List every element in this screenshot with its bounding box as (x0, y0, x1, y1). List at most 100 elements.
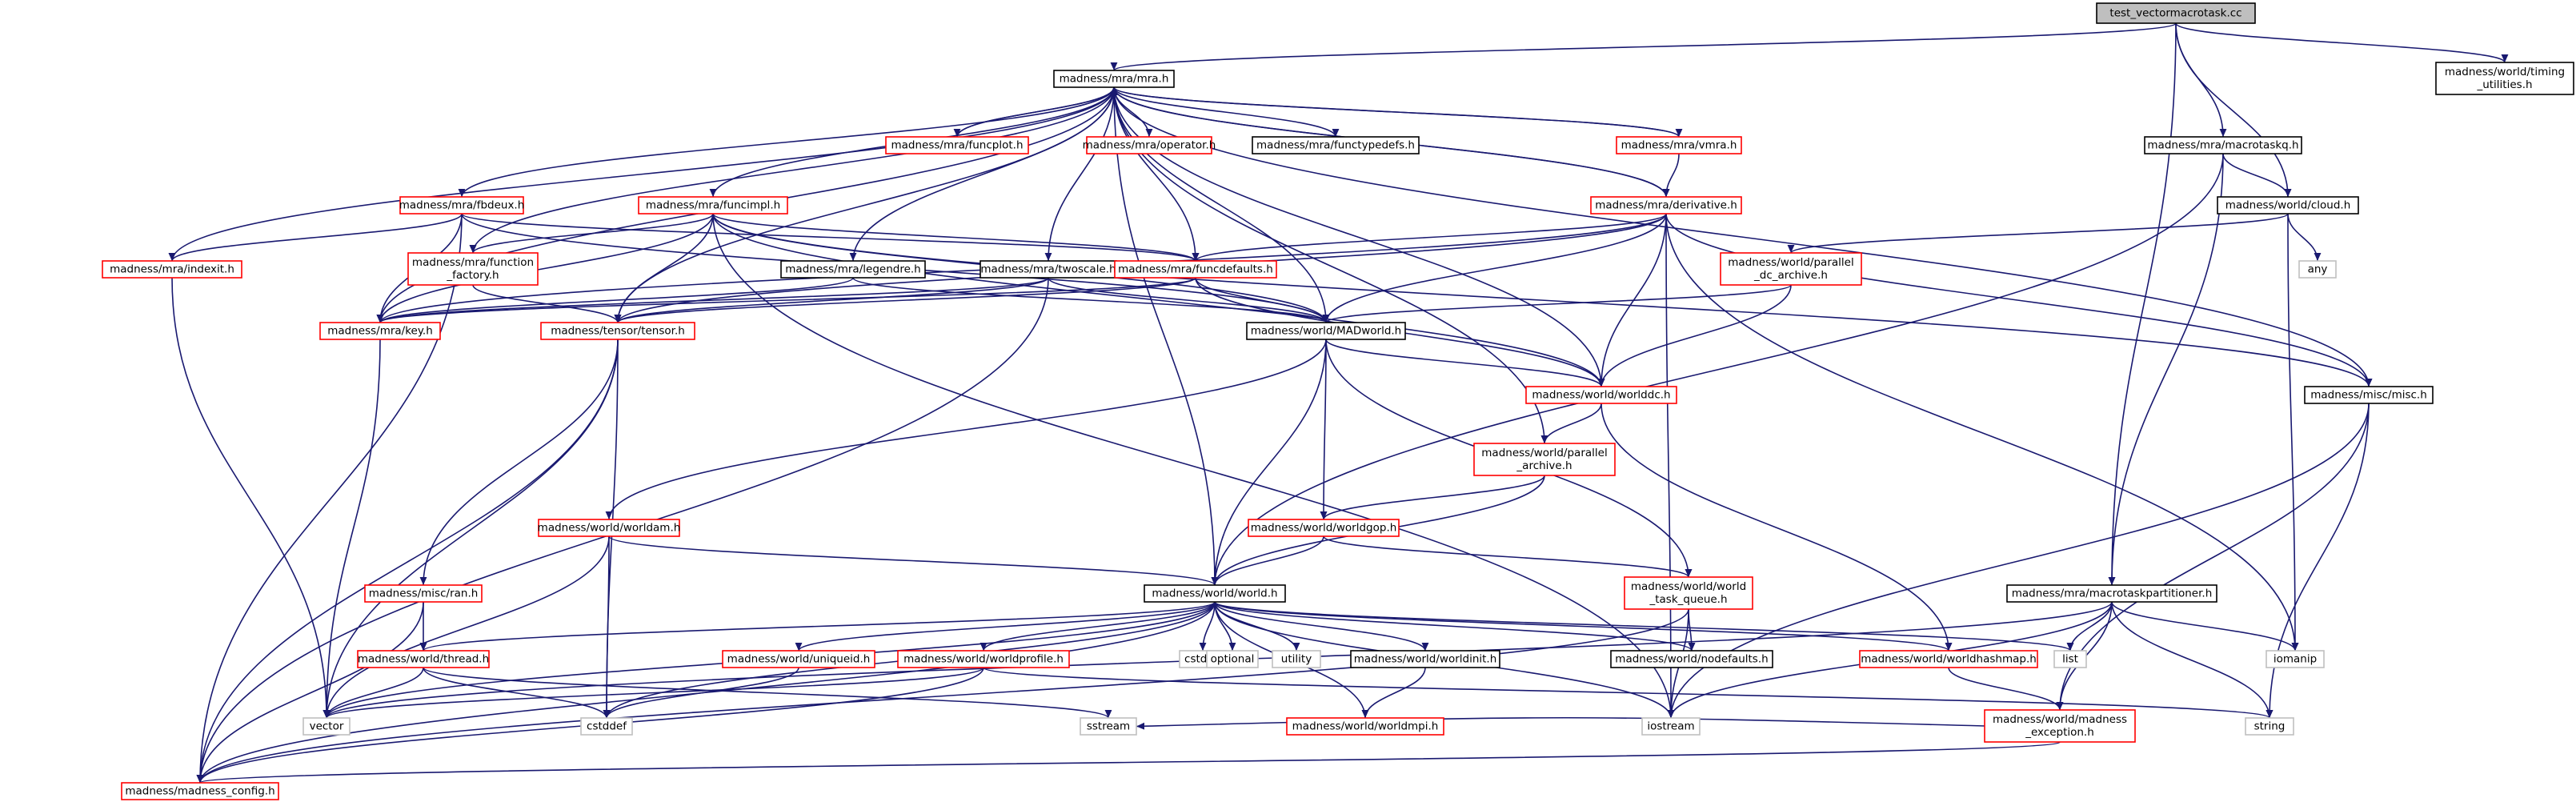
node-indexit[interactable]: madness/mra/indexit.h (102, 260, 242, 279)
edge-funcimpl-to-key (376, 213, 714, 323)
node-label-worldinit: madness/world/worldinit.h (1354, 653, 1497, 666)
node-label-key: madness/mra/key.h (327, 325, 433, 338)
node-box-fbdeux (399, 196, 524, 215)
node-funcplot[interactable]: madness/mra/funcplot.h (885, 136, 1029, 154)
node-cloud[interactable]: madness/world/cloud.h (2217, 196, 2359, 215)
node-label-funcplot: madness/mra/funcplot.h (891, 139, 1024, 152)
node-label-utility: utility (1281, 653, 1312, 666)
node-twoscale[interactable]: madness/mra/twoscale.h (980, 260, 1117, 279)
node-box-string (2245, 717, 2294, 736)
edge-thread-to-vector (323, 667, 424, 719)
node-label-pardc: madness/world/parallel_dc_archive.h (1728, 256, 1853, 282)
node-timing[interactable]: madness/world/timing_utilities.h (2435, 62, 2574, 95)
node-box-funcplot (885, 136, 1029, 154)
node-label-list: list (2062, 653, 2078, 666)
node-label-taskqueue: madness/world/world_task_queue.h (1631, 580, 1746, 606)
node-box-key (319, 322, 441, 340)
node-string[interactable]: string (2245, 717, 2294, 736)
edge-pararchive-to-worldgop (1320, 475, 1545, 520)
edge-pardc-to-worlddc (1597, 284, 1792, 387)
node-box-any (2298, 260, 2337, 279)
edge-tensor-to-ran (419, 339, 619, 586)
node-worldinit[interactable]: madness/world/worldinit.h (1350, 650, 1500, 668)
node-sstream[interactable]: sstream (1080, 717, 1137, 736)
node-misc[interactable]: madness/misc/misc.h (2304, 386, 2434, 404)
node-cstddef[interactable]: cstddef (580, 717, 633, 736)
node-partitioner[interactable]: madness/mra/macrotaskpartitioner.h (2006, 584, 2217, 603)
edge-fbdeux-to-indexit (168, 213, 463, 262)
node-worldprofile[interactable]: madness/world/worldprofile.h (897, 650, 1070, 668)
node-box-functypedefs (1252, 136, 1420, 154)
node-box-taskqueue (1624, 576, 1753, 610)
node-derivative[interactable]: madness/mra/derivative.h (1590, 196, 1742, 215)
node-box-worldam (538, 519, 680, 537)
node-funcfactory[interactable]: madness/mra/function_factory.h (407, 252, 539, 286)
node-taskqueue[interactable]: madness/world/world_task_queue.h (1624, 576, 1753, 610)
node-worlddc[interactable]: madness/world/worlddc.h (1525, 386, 1677, 404)
node-iostream[interactable]: iostream (1641, 717, 1701, 736)
edge-funcimpl-to-misc (712, 213, 2373, 387)
edge-worldam-to-cstddef (603, 535, 611, 719)
edge-twoscale-to-madworld (1048, 277, 1330, 323)
node-label-funcimpl: madness/mra/funcimpl.h (646, 199, 780, 212)
edge-funcdefaults-to-tensor (614, 277, 1196, 323)
node-box-vector (302, 717, 351, 736)
node-list[interactable]: list (2053, 650, 2087, 668)
edge-fbdeux-to-config (196, 213, 463, 784)
node-config[interactable]: madness/madness_config.h (121, 782, 279, 800)
node-thread[interactable]: madness/world/thread.h (357, 650, 490, 668)
node-label-partitioner: madness/mra/macrotaskpartitioner.h (2012, 587, 2213, 600)
edge-taskqueue-to-config (196, 608, 1689, 784)
node-any[interactable]: any (2298, 260, 2337, 279)
node-operator[interactable]: madness/mra/operator.h (1083, 136, 1216, 154)
node-box-iomanip (2266, 650, 2325, 668)
edge-worldam-to-world (608, 535, 1219, 586)
node-legendre[interactable]: madness/mra/legendre.h (780, 260, 926, 279)
edge-madworld-to-worlddc (1325, 339, 1605, 387)
node-worldam[interactable]: madness/world/worldam.h (538, 519, 681, 537)
node-utility[interactable]: utility (1272, 650, 1321, 668)
node-madexc[interactable]: madness/world/madness_exception.h (1984, 709, 2136, 743)
node-pararchive[interactable]: madness/world/parallel_archive.h (1473, 443, 1616, 476)
edge-funcdefaults-to-key (376, 277, 1196, 323)
edge-worldam-to-vector (323, 535, 610, 719)
node-macrotaskq[interactable]: madness/mra/macrotaskq.h (2144, 136, 2302, 154)
node-ran[interactable]: madness/misc/ran.h (364, 584, 483, 603)
node-nodefaults[interactable]: madness/world/nodefaults.h (1610, 650, 1773, 668)
node-funcimpl[interactable]: madness/mra/funcimpl.h (638, 196, 788, 215)
node-madworld[interactable]: madness/world/MADworld.h (1246, 322, 1406, 340)
node-label-worldmpi: madness/world/worldmpi.h (1292, 720, 1439, 733)
edge-mra-to-functypedefs (1113, 86, 1340, 138)
node-root[interactable]: test_vectormacrotask.cc (2096, 2, 2256, 24)
edge-worldprofile-to-vector (323, 667, 984, 719)
node-fbdeux[interactable]: madness/mra/fbdeux.h (399, 196, 525, 215)
node-funcdefaults[interactable]: madness/mra/funcdefaults.h (1114, 260, 1277, 279)
node-optional[interactable]: optional (1206, 650, 1259, 668)
node-vector[interactable]: vector (302, 717, 351, 736)
node-key[interactable]: madness/mra/key.h (319, 322, 441, 340)
node-world[interactable]: madness/world/world.h (1144, 584, 1286, 603)
edge-mra-to-indexit (168, 86, 1115, 262)
node-worldmpi[interactable]: madness/world/worldmpi.h (1286, 717, 1444, 736)
node-box-macrotaskq (2144, 136, 2302, 154)
node-label-derivative: madness/mra/derivative.h (1595, 199, 1737, 212)
edge-madexc-to-sstream (1136, 716, 1985, 730)
node-label-indexit: madness/mra/indexit.h (110, 263, 234, 276)
node-worldhashmap[interactable]: madness/world/worldhashmap.h (1859, 650, 2038, 668)
edge-cloud-to-iomanip (2287, 213, 2299, 652)
node-mra[interactable]: madness/mra/mra.h (1053, 70, 1175, 88)
node-label-legendre: madness/mra/legendre.h (785, 263, 920, 276)
edge-derivative-to-iomanip (1665, 213, 2299, 652)
node-label-ran: madness/misc/ran.h (369, 587, 479, 600)
edge-misc-to-string (2266, 403, 2370, 719)
node-functypedefs[interactable]: madness/mra/functypedefs.h (1252, 136, 1420, 154)
node-worldgop[interactable]: madness/world/worldgop.h (1248, 519, 1400, 537)
node-pardc[interactable]: madness/world/parallel_dc_archive.h (1720, 252, 1862, 286)
node-label-twoscale: madness/mra/twoscale.h (980, 263, 1116, 276)
node-iomanip[interactable]: iomanip (2266, 650, 2325, 668)
edge-world-to-uniqueid (795, 601, 1216, 652)
node-uniqueid[interactable]: madness/world/uniqueid.h (722, 650, 875, 668)
node-tensor[interactable]: madness/tensor/tensor.h (540, 322, 695, 340)
edge-funcimpl-to-worlddc (712, 213, 1605, 387)
node-vmra[interactable]: madness/mra/vmra.h (1616, 136, 1742, 154)
